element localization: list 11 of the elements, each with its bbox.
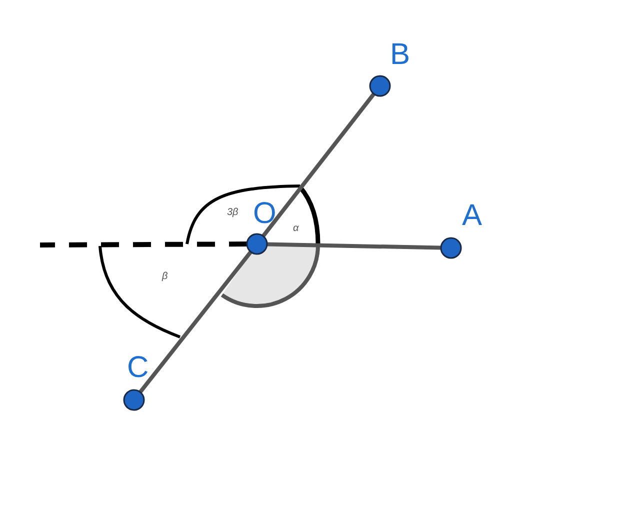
point-label: O (253, 199, 276, 229)
angle-label: β (162, 271, 168, 283)
angle-label: 3β (227, 207, 238, 219)
angle-label: α (293, 223, 299, 235)
dashed-line (40, 242, 248, 248)
point-label: B (390, 40, 410, 70)
line-segment (262, 92, 376, 238)
point-label: A (462, 201, 482, 231)
point-label: C (127, 353, 149, 383)
line-segment (266, 242, 442, 250)
line-segment (138, 250, 252, 394)
